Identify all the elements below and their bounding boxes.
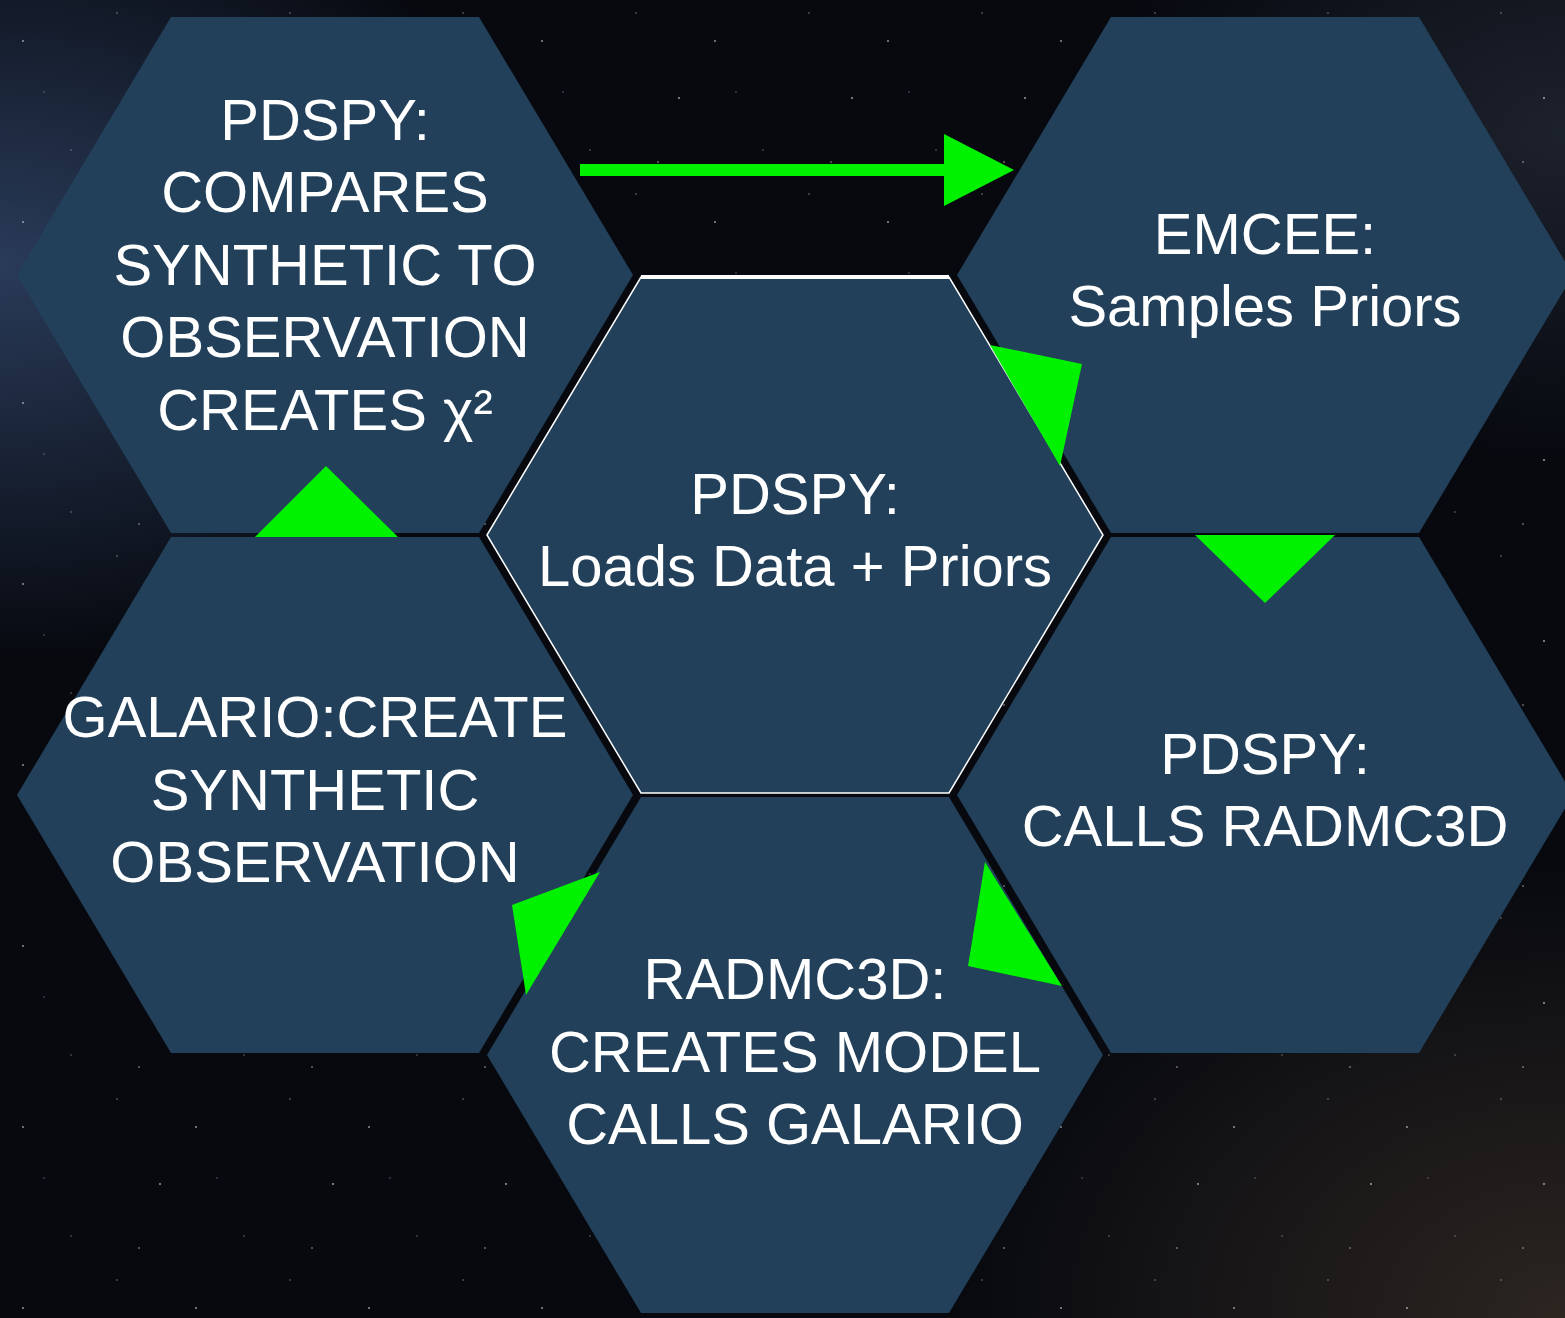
hex-content: RADMC3D:CREATES MODEL CALLS GALARIO [487,794,1103,1310]
hex-content: GALARIO:CREATE SYNTHETIC OBSERVATION [7,532,623,1048]
node-heading: PDSPY: [220,84,430,157]
hex-content: PDSPY:COMPARES SYNTHETIC TO OBSERVATION … [17,7,633,523]
node-heading: RADMC3D: [644,943,947,1016]
hex-node: GALARIO:CREATE SYNTHETIC OBSERVATION [17,537,633,1053]
hex-node: RADMC3D:CREATES MODEL CALLS GALARIO [487,797,1103,1313]
node-body: CREATES MODEL CALLS GALARIO [535,1016,1055,1161]
node-body: CALLS RADMC3D [1022,790,1509,863]
hex-node: PDSPY:CALLS RADMC3D [957,537,1565,1053]
arrow-head [944,134,1014,206]
arrow-shaft [580,164,948,176]
hex-node: EMCEE:Samples Priors [957,17,1565,533]
node-heading: PDSPY: [1160,718,1370,791]
hex-content: PDSPY:Loads Data + Priors [487,272,1103,788]
node-body: Samples Priors [1068,270,1461,343]
node-heading: PDSPY: [690,458,900,531]
node-heading: EMCEE: [1154,198,1376,271]
hex-content: PDSPY:CALLS RADMC3D [957,532,1565,1048]
hexagon-outline [487,797,1103,1313]
hex-content: EMCEE:Samples Priors [957,12,1565,528]
hex-node: PDSPY:COMPARES SYNTHETIC TO OBSERVATION … [17,17,633,533]
node-body: Loads Data + Priors [538,530,1052,603]
hex-node: PDSPY:Loads Data + Priors [487,277,1103,793]
flow-arrow [580,134,1014,206]
node-body: GALARIO:CREATE SYNTHETIC OBSERVATION [45,681,585,899]
node-body: COMPARES SYNTHETIC TO OBSERVATION CREATE… [90,156,560,446]
